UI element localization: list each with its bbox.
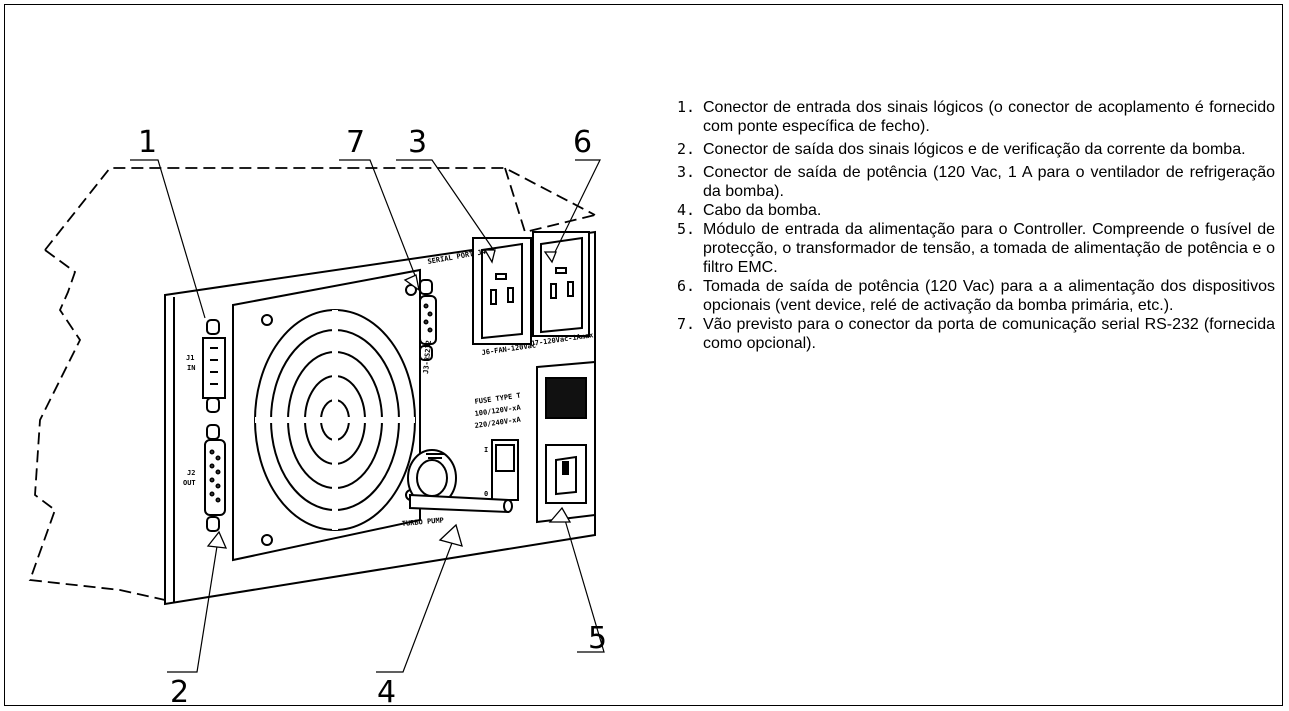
- legend-number: 6.: [677, 277, 696, 295]
- callout-2: 2: [170, 675, 189, 710]
- label-j2-top: J2: [187, 469, 195, 477]
- legend-item-1: 1. Conector de entrada dos sinais lógicos…: [677, 98, 1275, 136]
- legend-text: Módulo de entrada da alimentação para o …: [703, 221, 1275, 276]
- callout-4: 4: [377, 675, 396, 710]
- callout-5: 5: [588, 621, 607, 656]
- label-j2-bottom: OUT: [183, 479, 196, 487]
- j7-ac-outlet: [532, 231, 590, 337]
- legend-text: Conector de saída de potência (120 Vac, …: [703, 164, 1275, 200]
- label-j1-top: J1: [186, 354, 194, 362]
- legend-text: Vão previsto para o conector da porta de…: [703, 316, 1275, 352]
- legend-number: 4.: [677, 201, 696, 219]
- cooling-fan: [232, 268, 421, 562]
- legend-list: 1. Conector de entrada dos sinais lógicos…: [677, 98, 1275, 353]
- legend-item-6: 6. Tomada de saída de potência (120 Vac) …: [677, 277, 1275, 315]
- housing-dashed-outline: [28, 167, 596, 601]
- legend-number: 7.: [677, 315, 696, 333]
- page-frame: [4, 4, 1283, 706]
- label-switch-off: 0: [484, 490, 488, 498]
- label-turbo-pump: TURBO PUMP: [401, 516, 444, 528]
- label-rs232: J3-RS232: [422, 340, 433, 374]
- legend-text: Tomada de saída de potência (120 Vac) pa…: [703, 278, 1275, 314]
- callout-1: 1: [138, 125, 157, 160]
- legend-item-2: 2. Conector de saída dos sinais lógicos e…: [677, 140, 1275, 159]
- legend-text: Conector de entrada dos sinais lógicos (…: [703, 99, 1275, 135]
- legend-item-7: 7. Vão previsto para o conector da porta …: [677, 315, 1275, 353]
- legend-number: 2.: [677, 140, 696, 158]
- callout-3: 3: [408, 125, 427, 160]
- legend-number: 3.: [677, 163, 696, 181]
- j1-input-connector: [202, 319, 226, 413]
- legend-item-3: 3. Conector de saída de potência (120 Vac…: [677, 163, 1275, 201]
- j2-output-connector: [204, 424, 226, 532]
- callout-leaders: [130, 159, 605, 673]
- legend-text: Conector de saída dos sinais lógicos e d…: [703, 141, 1246, 158]
- arrowheads: [206, 249, 572, 549]
- legend-text: Cabo da bomba.: [703, 202, 822, 219]
- controller-rear-panel-drawing: SERIAL PORT J4 J3-RS232 J6-FAN-120Vac J7…: [28, 125, 607, 710]
- legend-number: 5.: [677, 220, 696, 238]
- legend-item-4: 4. Cabo da bomba.: [677, 201, 1275, 220]
- power-entry-module: [536, 360, 596, 524]
- callout-6: 6: [573, 125, 592, 160]
- power-switch: [491, 439, 519, 501]
- label-j1-bottom: IN: [187, 364, 195, 372]
- pump-cable: [407, 449, 513, 514]
- j3-rs232-connector: [419, 279, 437, 361]
- j6-fan-outlet: [472, 237, 532, 345]
- legend-item-5: 5. Módulo de entrada da alimentação para …: [677, 220, 1275, 277]
- callout-7: 7: [346, 125, 365, 160]
- label-switch-on: I: [484, 446, 488, 454]
- legend-number: 1.: [677, 98, 696, 116]
